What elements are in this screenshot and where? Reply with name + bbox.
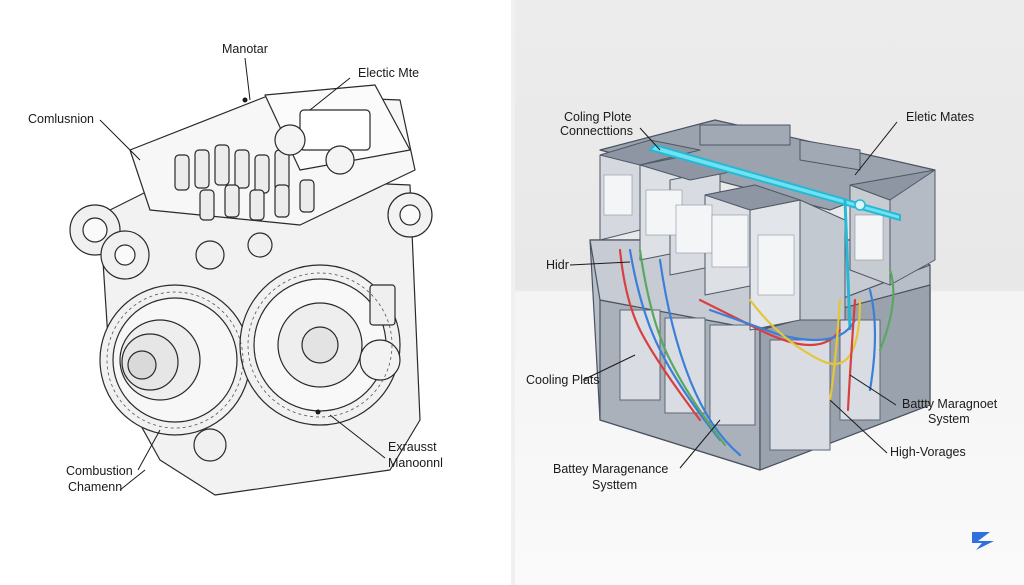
label-cooling-plate-line1: Coling Plote	[564, 110, 631, 124]
label-electric-mates: Eletic Mates	[906, 110, 974, 124]
label-comlusnion: Comlusnion	[28, 112, 94, 126]
label-high-voltages: High-Vorages	[890, 445, 966, 459]
label-hidr: Hidr	[546, 258, 569, 272]
label-combustion-line1: Combustion	[66, 464, 133, 478]
label-bms-bottom-line1: Battey Maragenance	[553, 462, 668, 476]
label-bms-right-line2: System	[928, 412, 970, 426]
label-exhaust-line1: Exrausst	[388, 440, 437, 454]
label-cooling-plate-line2: Connecttions	[560, 124, 633, 138]
label-cooling-plats: Cooling Plats	[526, 373, 600, 387]
label-manotar: Manotar	[222, 42, 268, 56]
label-exhaust-line2: Manoonnl	[388, 456, 443, 470]
brand-logo-icon	[970, 530, 996, 552]
label-combustion-line2: Chamenn	[68, 480, 122, 494]
label-bms-bottom-line2: Systtem	[592, 478, 637, 492]
label-electric-mte: Electic Mte	[358, 66, 419, 80]
label-bms-right-line1: Battty Maragnoet	[902, 397, 997, 411]
